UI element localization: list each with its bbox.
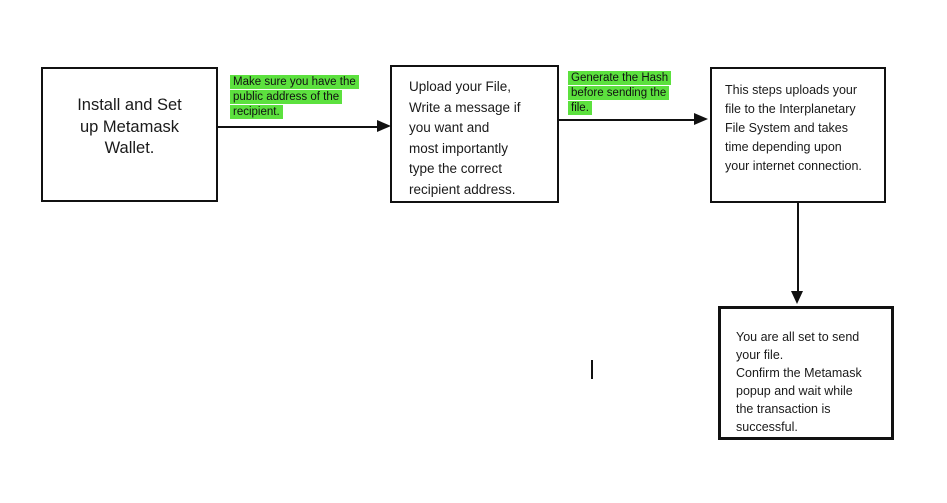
flow-step-text: This steps uploads your file to the Inte…	[725, 83, 862, 173]
flow-step-text: Install and Set up Metamask Wallet.	[77, 96, 182, 157]
flow-step-text: You are all set to send your file. Confi…	[736, 330, 862, 434]
flow-step-confirm-send[interactable]: You are all set to send your file. Confi…	[718, 306, 894, 440]
arrow-annotation-public-address[interactable]: Make sure you have the public address of…	[230, 75, 359, 120]
highlighted-text: Make sure you have the public address of…	[230, 75, 359, 119]
flow-step-text: Upload your File, Write a message if you…	[409, 79, 521, 197]
arrow-head-right-icon	[694, 113, 708, 126]
arrow-head-right-icon	[377, 120, 391, 133]
text-caret	[591, 360, 593, 379]
arrow-line	[558, 118, 695, 121]
flow-step-install-metamask[interactable]: Install and Set up Metamask Wallet.	[41, 67, 218, 202]
arrow-head-down-icon	[791, 291, 804, 304]
highlighted-text: Generate the Hash before sending the fil…	[568, 71, 672, 115]
flow-step-ipfs-upload[interactable]: This steps uploads your file to the Inte…	[710, 67, 886, 203]
arrow-line	[796, 202, 799, 292]
arrow-line	[218, 125, 379, 128]
flow-step-upload-file[interactable]: Upload your File, Write a message if you…	[390, 65, 559, 203]
arrow-annotation-generate-hash[interactable]: Generate the Hash before sending the fil…	[568, 71, 672, 116]
